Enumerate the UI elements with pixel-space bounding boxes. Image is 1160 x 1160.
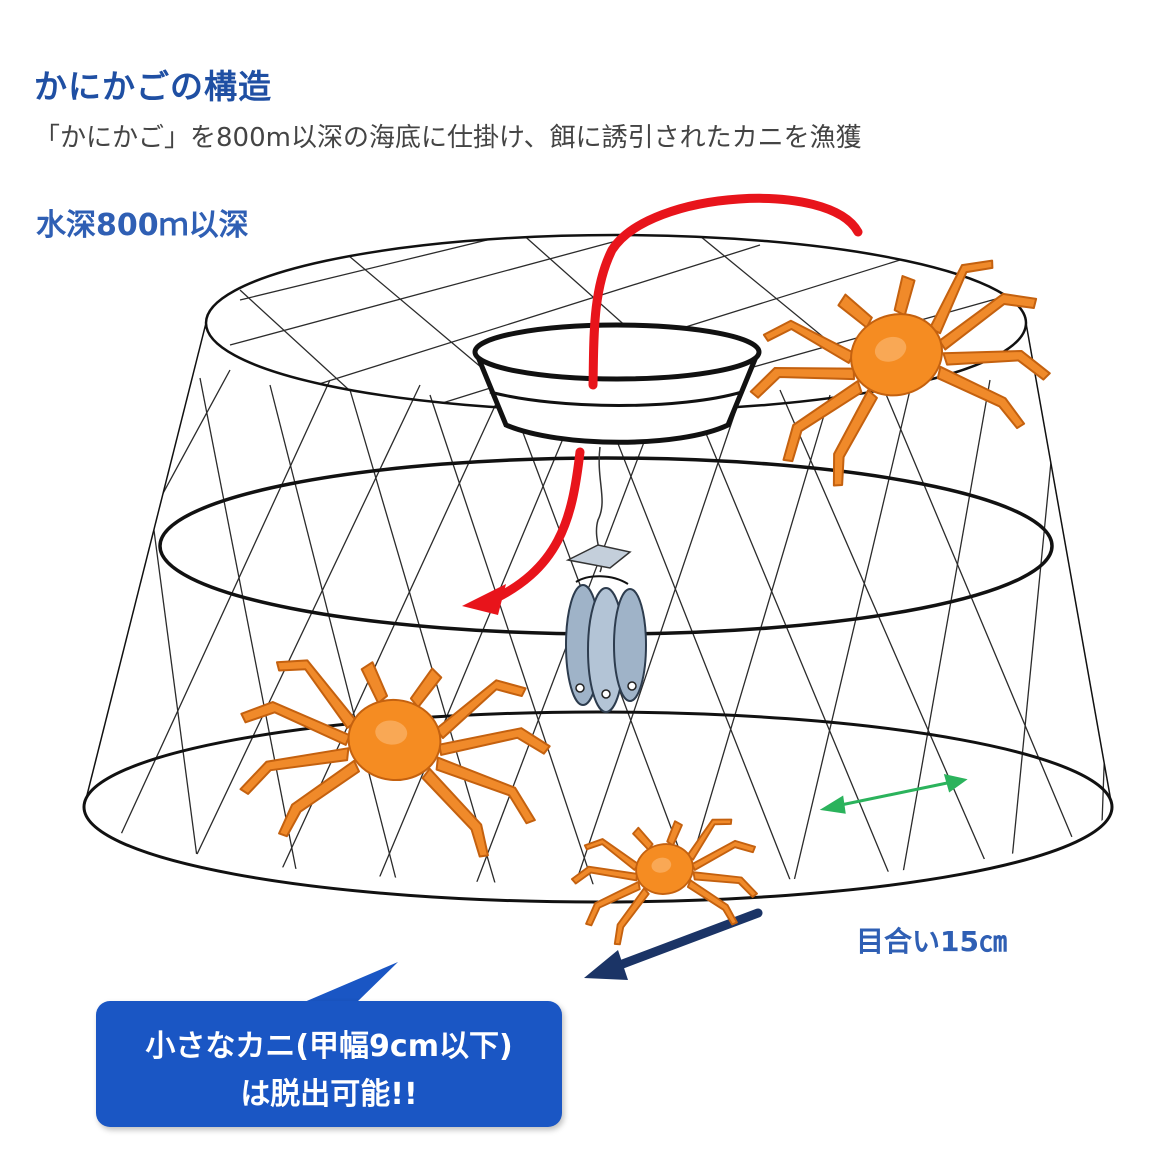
callout-line-2: は脱出可能!!	[240, 1077, 418, 1112]
page-title: かにかごの構造	[34, 67, 272, 106]
crab-icon	[749, 259, 1051, 487]
mesh-size-arrow	[819, 773, 968, 814]
callout-pointer	[302, 962, 398, 1003]
entry-path-arrow	[462, 193, 863, 615]
depth-label: 水深800ｍ以深	[36, 208, 249, 243]
page-subtitle: 「かにかご」を800m以深の海底に仕掛け、餌に誘引されたカニを漁獲	[34, 123, 862, 153]
crab-icon	[570, 818, 758, 946]
net-mesh	[84, 369, 1111, 885]
crab-icon	[239, 659, 551, 858]
entrance-funnel	[472, 322, 762, 445]
escape-callout: 小さなカニ(甲幅9cm以下) は脱出可能!!	[96, 1001, 562, 1127]
bait-fish-icon	[565, 446, 647, 713]
mesh-size-label: 目合い15㎝	[856, 925, 1007, 958]
callout-line-1: 小さなカニ(甲幅9cm以下)	[145, 1029, 513, 1064]
